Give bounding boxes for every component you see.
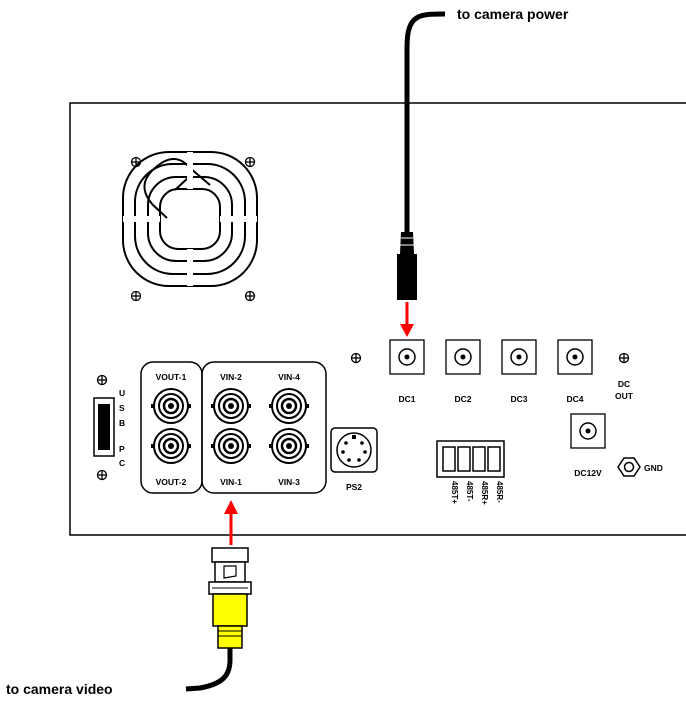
rs485-label-t-plus: 485T+: [450, 481, 459, 504]
dc4-label: DC4: [566, 394, 583, 404]
dc-out-label-line2: OUT: [615, 391, 634, 401]
vout1-label: VOUT-1: [156, 372, 187, 382]
crosshair-screw-icon: [618, 352, 630, 364]
rs485-label-r-minus: 485R-: [495, 481, 504, 503]
rs485-label-t-minus: 485T-: [465, 481, 474, 502]
usb-pc-letter: S: [119, 403, 125, 413]
dc4-jack[interactable]: [557, 339, 593, 375]
vout2-label: VOUT-2: [156, 477, 187, 487]
dc2-label: DC2: [454, 394, 471, 404]
camera-power-callout: to camera power: [457, 6, 569, 22]
rs485-terminal-block[interactable]: [436, 440, 505, 478]
power-arrow: [400, 302, 414, 337]
vin-port-group: [201, 361, 327, 494]
dc12v-label: DC12V: [574, 468, 602, 478]
crosshair-screw-icon: [244, 156, 256, 168]
crosshair-screw-icon: [96, 469, 108, 481]
crosshair-screw-icon: [130, 290, 142, 302]
gnd-terminal-icon[interactable]: [617, 457, 641, 477]
vin2-label: VIN-2: [220, 372, 242, 382]
dc1-jack[interactable]: [389, 339, 425, 375]
video-arrow: [224, 500, 238, 545]
fan-grille-icon: [122, 151, 258, 287]
usb-pc-letter: B: [119, 418, 125, 428]
camera-video-callout: to camera video: [6, 681, 113, 697]
rs485-label-r-plus: 485R+: [480, 481, 489, 505]
crosshair-screw-icon: [350, 352, 362, 364]
dc12v-jack[interactable]: [570, 413, 606, 449]
dc-out-label-line1: DC: [618, 379, 630, 389]
gnd-label: GND: [644, 463, 663, 473]
dc3-jack[interactable]: [501, 339, 537, 375]
power-cable: [397, 11, 446, 300]
dc3-label: DC3: [510, 394, 527, 404]
vin1-label: VIN-1: [220, 477, 242, 487]
usb-pc-letter: U: [119, 388, 125, 398]
crosshair-screw-icon: [96, 374, 108, 386]
vin3-label: VIN-3: [278, 477, 300, 487]
ps2-port[interactable]: [330, 427, 378, 473]
dc1-label: DC1: [398, 394, 415, 404]
dc2-jack[interactable]: [445, 339, 481, 375]
ps2-label: PS2: [346, 482, 362, 492]
usb-pc-letter: P: [119, 444, 125, 454]
crosshair-screw-icon: [244, 290, 256, 302]
usb-pc-letter: C: [119, 458, 125, 468]
usb-pc-switch[interactable]: [93, 397, 115, 457]
crosshair-screw-icon: [130, 156, 142, 168]
bnc-video-cable: [185, 547, 252, 692]
vin4-label: VIN-4: [278, 372, 300, 382]
